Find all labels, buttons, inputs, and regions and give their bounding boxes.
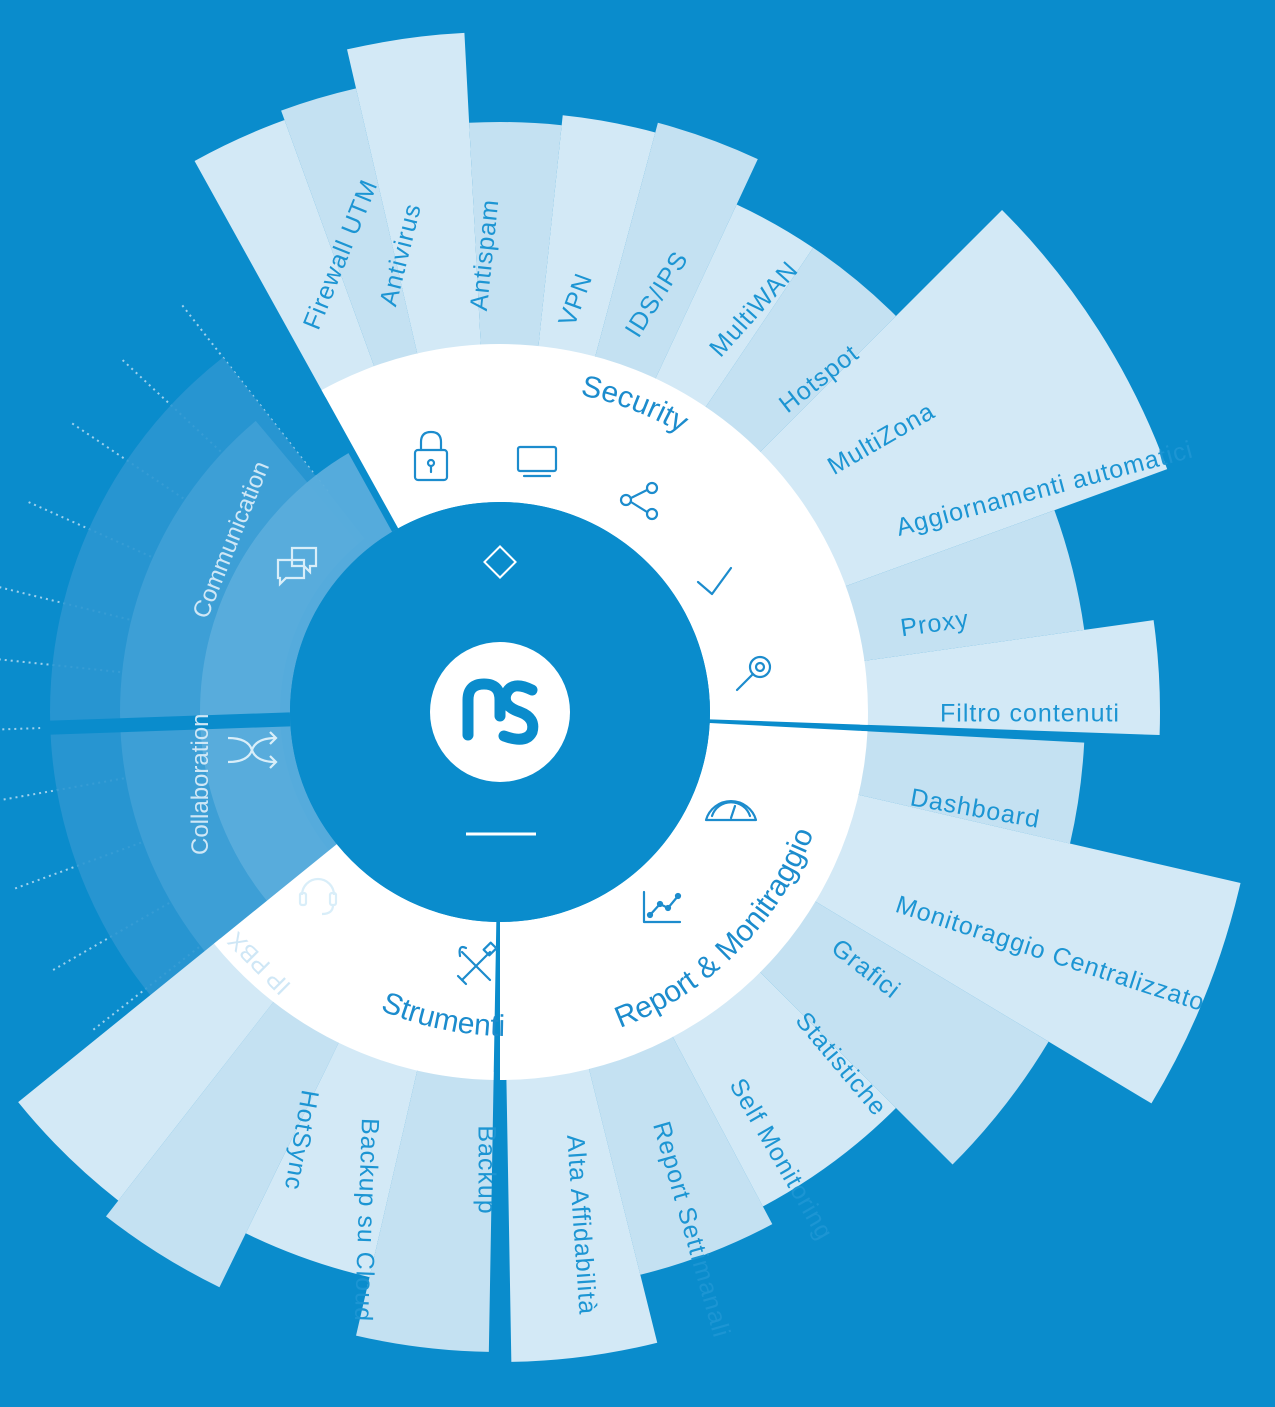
security-feature-segment — [838, 510, 1085, 662]
left-separator — [40, 712, 291, 736]
report-feature-segment — [587, 1029, 773, 1275]
share-icon — [619, 481, 659, 521]
report-sector — [500, 722, 868, 1080]
security-feature-segment — [754, 209, 1168, 589]
security-feature-segment — [652, 204, 814, 414]
report-feature-segment — [850, 730, 1085, 844]
left-ring-inner — [200, 447, 436, 998]
report-feature-segment — [669, 966, 896, 1207]
strumenti-feature-label: Backup — [472, 1125, 500, 1214]
category-collaboration-label: Collaboration — [187, 714, 214, 855]
chat-icon — [276, 546, 318, 587]
security-feature-segment — [281, 88, 420, 374]
security-feature-label: Filtro contenuti — [940, 700, 1120, 728]
report-feature-segment — [754, 897, 1049, 1165]
logo-s-shape — [498, 680, 539, 745]
strumenti-sector — [214, 844, 497, 1080]
strumenti-feature-segment — [18, 938, 279, 1201]
checkmark-icon — [696, 566, 733, 596]
strumenti-feature-segment — [356, 1062, 494, 1352]
dotted-ray — [89, 883, 280, 1033]
dotted-ray — [0, 586, 229, 646]
report-feature-segment — [506, 1061, 658, 1362]
security-feature-segment — [856, 620, 1160, 736]
feature-segments — [18, 32, 1241, 1362]
headset-icon — [298, 877, 338, 916]
line-chart-icon — [642, 890, 682, 924]
monitor-icon — [516, 445, 558, 478]
dotted-ray — [68, 420, 269, 557]
strumenti-feature-segment — [245, 1035, 420, 1278]
security-feature-segment — [347, 32, 482, 362]
lock-icon — [413, 430, 449, 482]
dotted-ray — [179, 301, 329, 492]
security-feature-segment — [701, 247, 896, 458]
strumenti-feature-segment — [105, 995, 343, 1288]
security-sector — [321, 343, 868, 725]
diamond-icon — [483, 545, 517, 579]
category-ring — [214, 343, 868, 1080]
shuffle-icon — [227, 731, 278, 769]
tools-icon — [456, 941, 498, 986]
security-feature-segment — [194, 119, 377, 398]
dotted-ray — [0, 720, 221, 731]
search-icon — [735, 655, 772, 692]
security-feature-segment — [593, 122, 758, 386]
logo: ns — [430, 642, 570, 782]
report-feature-segment — [808, 792, 1241, 1104]
security-feature-segment — [469, 122, 562, 354]
gauge-icon — [704, 800, 758, 822]
security-feature-segment — [537, 115, 656, 365]
logo-n-shape — [462, 678, 506, 741]
